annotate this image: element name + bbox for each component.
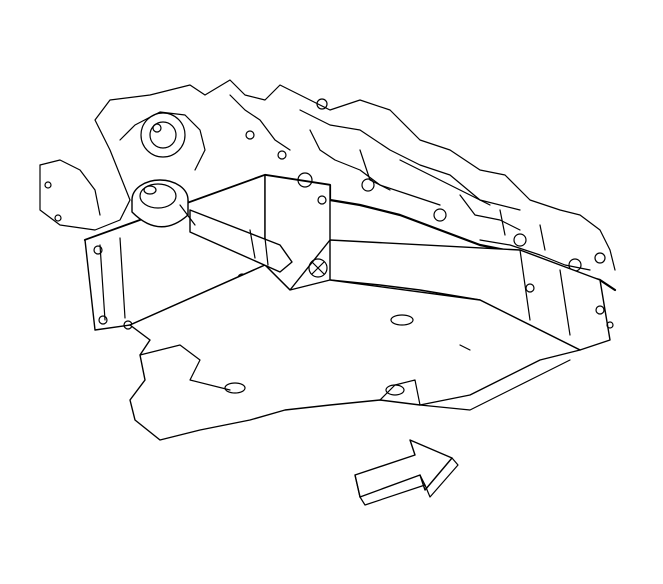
engine-block [39,79,616,272]
drain-plug-tool [131,179,293,273]
oil-pan [83,172,617,441]
front-direction-arrow-icon [354,439,459,506]
